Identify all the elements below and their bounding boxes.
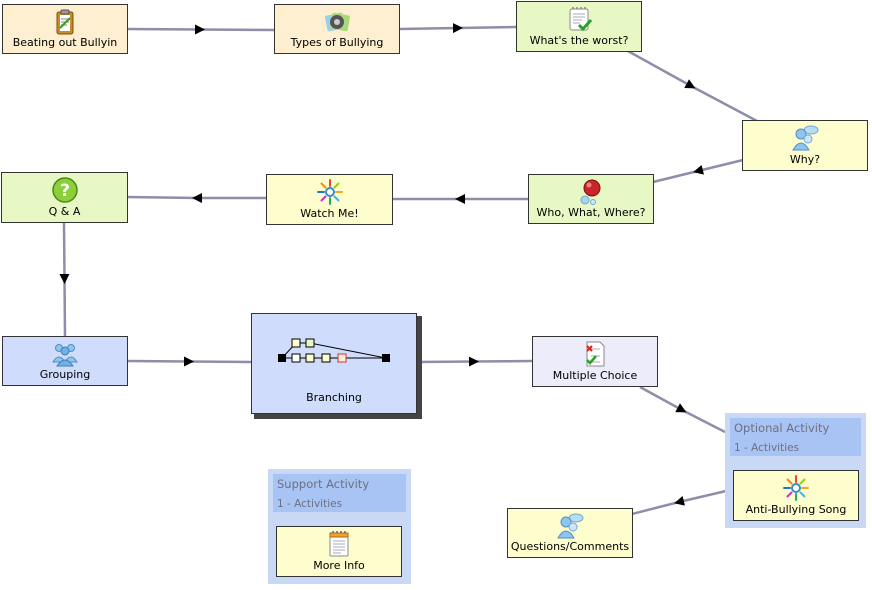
sunburst-icon bbox=[316, 179, 343, 205]
edge-beating-to-types bbox=[126, 24, 276, 35]
activity-multiple-choice[interactable]: Multiple Choice bbox=[532, 336, 658, 387]
edge-types-to-worst bbox=[398, 23, 518, 34]
activity-beating-out-bullying[interactable]: Beating out Bullyin bbox=[2, 4, 128, 54]
edge-branching-to-mc bbox=[415, 356, 533, 367]
media-disc-icon bbox=[324, 12, 350, 32]
activity-grouping[interactable]: Grouping bbox=[2, 336, 128, 386]
svg-text:?: ? bbox=[60, 181, 70, 201]
activity-anti-bullying-song[interactable]: Anti-Bullying Song bbox=[733, 470, 859, 521]
edge-why-to-who bbox=[652, 158, 744, 184]
activity-label: More Info bbox=[313, 559, 365, 572]
activity-why[interactable]: Why? bbox=[742, 120, 868, 171]
activity-label: What's the worst? bbox=[529, 34, 629, 47]
activity-branching[interactable]: Branching bbox=[251, 313, 417, 414]
bubbles-icon bbox=[580, 179, 601, 205]
people-chat-icon bbox=[792, 125, 819, 151]
activity-who-what-where[interactable]: Who, What, Where? bbox=[528, 174, 654, 224]
activity-q-and-a[interactable]: ? Q & A bbox=[1, 172, 128, 223]
clipboard-icon bbox=[56, 9, 74, 35]
activity-label: Anti-Bullying Song bbox=[745, 503, 847, 516]
activity-watch-me[interactable]: Watch Me! bbox=[266, 174, 393, 225]
activity-whats-the-worst[interactable]: What's the worst? bbox=[516, 1, 642, 52]
edge-watch-to-qa bbox=[126, 193, 267, 204]
activity-label: Branching bbox=[306, 391, 362, 404]
checklist-icon bbox=[569, 7, 593, 32]
sunburst-icon bbox=[783, 475, 809, 501]
optional-activity-container[interactable]: Optional Activity 1 - Activities Anti-Bu… bbox=[725, 413, 866, 528]
activity-label: Grouping bbox=[39, 368, 91, 381]
activity-label: Beating out Bullyin bbox=[12, 36, 118, 49]
people-chat-icon bbox=[557, 513, 584, 539]
support-activity-count: 1 - Activities bbox=[277, 498, 343, 510]
optional-activity-count: 1 - Activities bbox=[734, 442, 800, 454]
activity-label: Questions/Comments bbox=[510, 540, 630, 553]
optional-activity-title: Optional Activity bbox=[734, 421, 830, 435]
activity-types-of-bullying[interactable]: Types of Bullying bbox=[274, 4, 400, 54]
edge-worst-to-why bbox=[625, 48, 758, 123]
notepad-icon bbox=[329, 531, 349, 557]
edge-grouping-to-branching bbox=[126, 356, 253, 367]
activity-label: Who, What, Where? bbox=[536, 206, 646, 219]
edge-mc-to-optional bbox=[639, 385, 726, 434]
multiple-choice-icon bbox=[586, 341, 605, 367]
question-icon: ? bbox=[51, 177, 78, 203]
activity-label: Multiple Choice bbox=[552, 369, 638, 382]
group-icon bbox=[52, 344, 78, 367]
support-activity-header: Support Activity 1 - Activities bbox=[273, 474, 406, 512]
activity-label: Why? bbox=[789, 153, 821, 166]
activity-label: Types of Bullying bbox=[290, 36, 384, 49]
activity-label: Watch Me! bbox=[300, 207, 359, 220]
edge-qa-to-grouping bbox=[59, 221, 70, 338]
branching-diagram-icon bbox=[278, 338, 390, 363]
activity-label: Q & A bbox=[48, 205, 81, 218]
support-activity-title: Support Activity bbox=[277, 477, 370, 491]
activity-questions-comments[interactable]: Questions/Comments bbox=[507, 508, 633, 558]
support-activity-container[interactable]: Support Activity 1 - Activities More Inf… bbox=[268, 469, 411, 584]
edge-optional-to-questions bbox=[631, 489, 727, 516]
activity-more-info[interactable]: More Info bbox=[276, 526, 402, 577]
optional-activity-header: Optional Activity 1 - Activities bbox=[730, 418, 861, 456]
